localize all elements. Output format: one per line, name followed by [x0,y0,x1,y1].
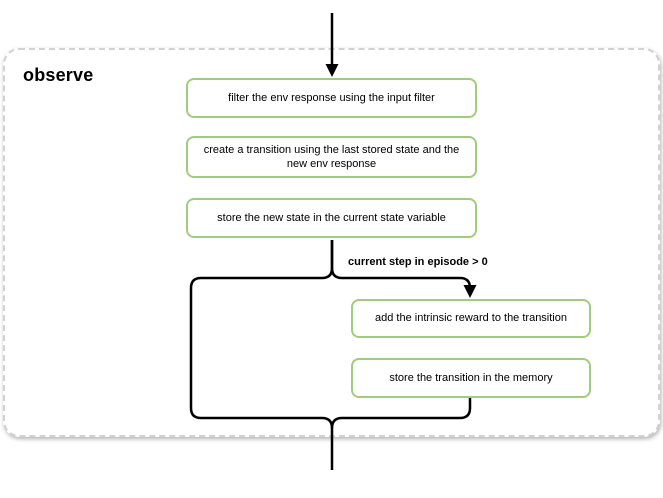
node-create-transition: create a transition using the last store… [186,136,477,178]
node-store-new-state: store the new state in the current state… [186,198,477,238]
node-label: create a transition using the last store… [203,143,460,170]
node-store-transition: store the transition in the memory [351,358,591,398]
node-filter-env-response: filter the env response using the input … [186,78,477,118]
node-label: filter the env response using the input … [228,91,435,104]
branch-condition-label: current step in episode > 0 [348,256,488,268]
node-label: store the transition in the memory [389,371,553,384]
node-label: store the new state in the current state… [217,211,446,224]
page-title: observe [23,65,94,85]
node-label: add the intrinsic reward to the transiti… [375,312,567,325]
node-add-intrinsic-reward: add the intrinsic reward to the transiti… [351,299,591,338]
